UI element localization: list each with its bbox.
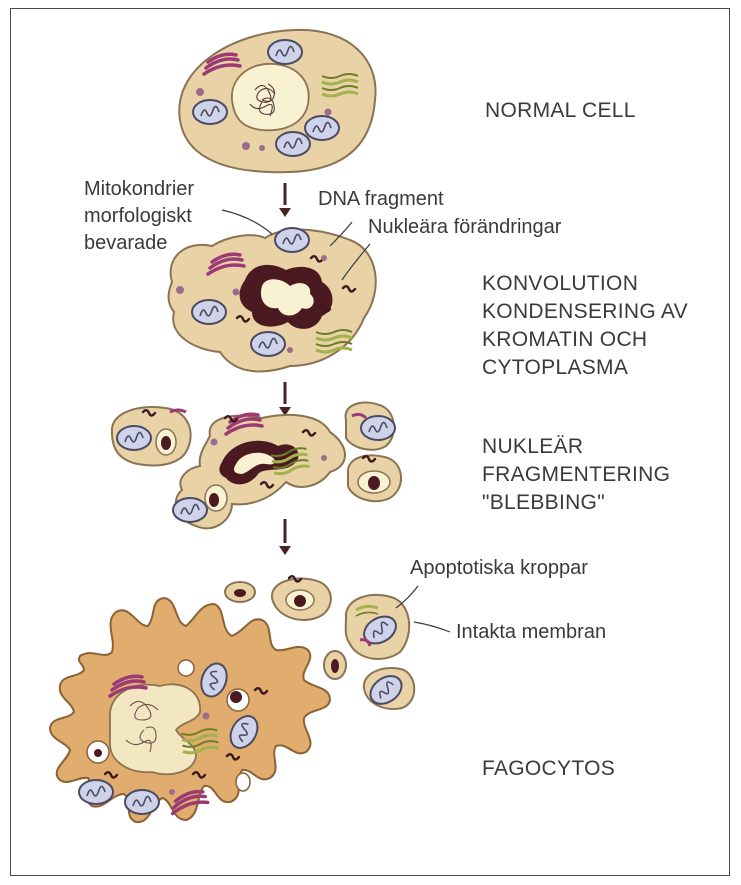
stage-label-line: KONVOLUTION [482,270,688,298]
leader-mitochondria [222,210,272,234]
mitochondrion [173,498,207,522]
mitochondrion [192,300,226,324]
stage-label-line: CYTOPLASMA [482,354,688,382]
annotation-line: bevarade [84,230,194,257]
nucleus [232,64,309,130]
annotation-line: Mitokondrier [84,176,194,203]
normal-cell [179,30,375,172]
mitochondrion [305,116,339,140]
mitochondrion [275,228,309,252]
annotation-apoptotic-bodies: Apoptotiska kroppar [410,554,588,582]
macrophage [50,598,330,822]
annotation-nuclear-changes: Nukleära förändringar [368,213,561,241]
mitochondrion [193,100,227,124]
mitochondrion [251,332,285,356]
stage-label-line: KROMATIN OCH [482,326,688,354]
convoluted-cell [169,228,376,371]
mitochondrion [117,426,151,450]
arrow-down-1 [279,183,291,217]
stage-label-line: NUKLEÄR [482,433,670,461]
annotation-intact-membrane: Intakta membran [456,618,606,646]
arrow-down-2 [279,382,291,416]
stage-label-convolution: KONVOLUTION KONDENSERING AV KROMATIN OCH… [482,270,688,382]
stage-label-line: FRAGMENTERING [482,461,670,489]
leader-apoptotic-bodies [396,586,418,608]
annotation-line: morfologiskt [84,203,194,230]
blebbing-stage [112,402,401,528]
arrow-down-3 [279,519,291,555]
annotation-mitochondria: Mitokondrier morfologiskt bevarade [84,176,194,257]
mitochondrion [276,132,310,156]
stage-label-phagocytosis: FAGOCYTOS [482,755,615,783]
mitochondrion [268,40,302,64]
stage-label-normal-cell: NORMAL CELL [485,97,636,125]
annotation-dna-fragment: DNA fragment [318,185,444,213]
stage-label-line: "BLEBBING" [482,489,670,517]
stage-label-line: KONDENSERING AV [482,298,688,326]
stage-label-fragmentation: NUKLEÄR FRAGMENTERING "BLEBBING" [482,433,670,517]
mitochondrion [361,416,395,440]
leader-intact-membrane [414,622,450,632]
